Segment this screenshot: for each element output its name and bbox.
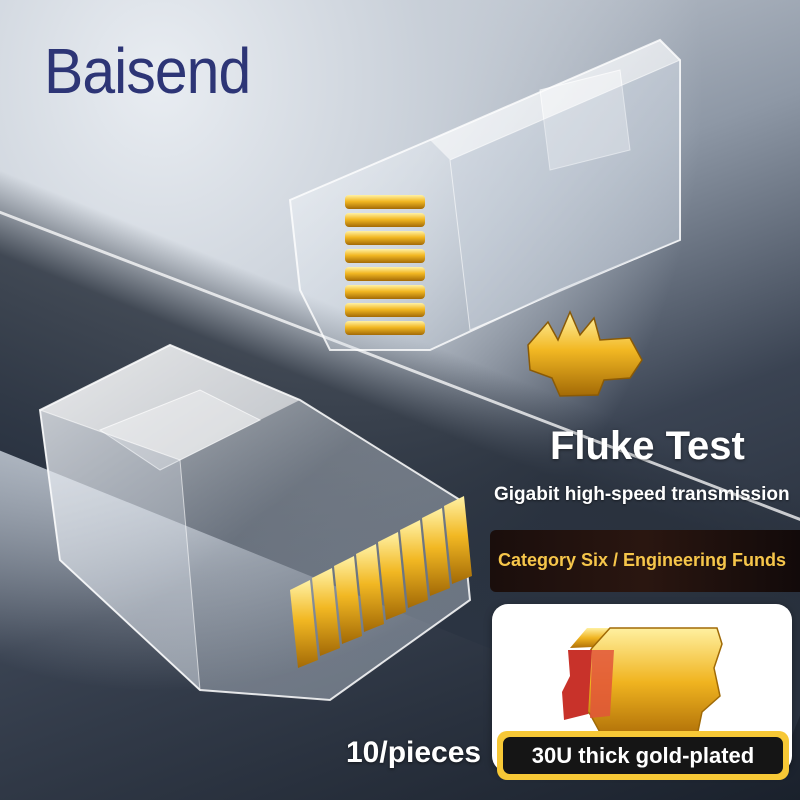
plating-badge-inner: 30U thick gold-plated [503, 737, 783, 774]
brand-logo: Baisend [44, 35, 251, 107]
gold-contacts [345, 195, 425, 335]
gold-contact-icon [527, 310, 643, 397]
category-band: Category Six / Engineering Funds [490, 530, 800, 592]
feature-subtitle: Gigabit high-speed transmission [494, 484, 790, 505]
rj45-connector-icon [38, 343, 472, 702]
gold-contacts [290, 496, 472, 668]
plating-label: 30U thick gold-plated [531, 742, 755, 768]
quantity-label: 10/pieces [346, 736, 482, 769]
category-label: Category Six / Engineering Funds [498, 550, 787, 570]
feature-title: Fluke Test [550, 424, 745, 468]
plating-badge: 30U thick gold-plated [497, 731, 789, 780]
rj45-connector-icon [288, 38, 681, 351]
